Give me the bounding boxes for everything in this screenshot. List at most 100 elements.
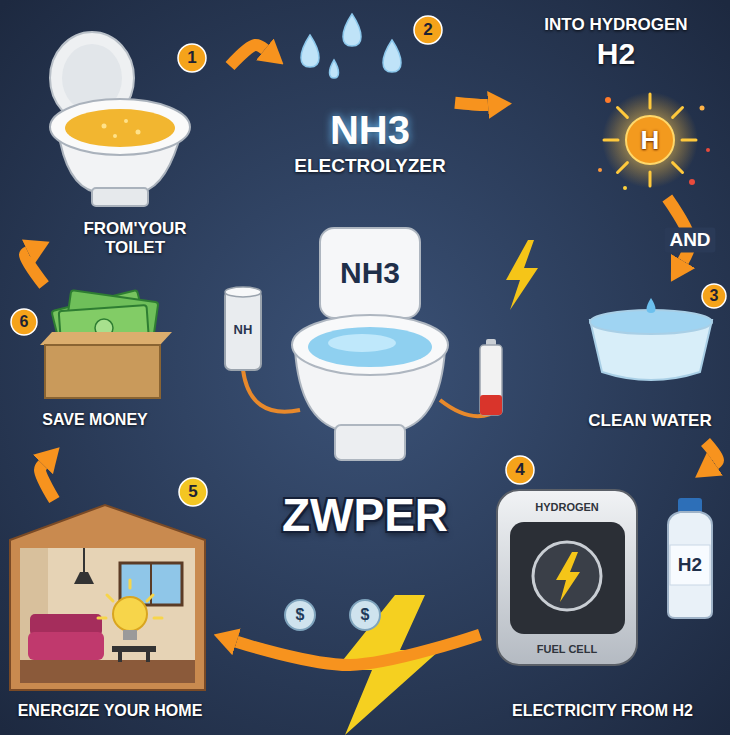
ammonia-cylinder (225, 287, 261, 297)
toilet-drawing (124, 119, 128, 123)
house-cutaway (154, 617, 162, 620)
water-bowl (590, 310, 712, 334)
toilet-drawing (113, 134, 117, 138)
toilet-drawing (65, 109, 175, 147)
water-bowl (647, 298, 656, 313)
hydrogen-sun (604, 139, 618, 142)
house-cutaway (20, 660, 195, 683)
callout-number: 3 (710, 287, 719, 305)
hydrogen-sun (649, 94, 652, 108)
fuel-cell-device (497, 490, 637, 665)
step-region: ELECTRICITY FROM H2 (480, 480, 725, 732)
cycle-arrow (455, 103, 488, 105)
callout-circles (11, 16, 726, 506)
callout-number: 5 (188, 483, 197, 502)
callout-number: 2 (423, 21, 432, 40)
cycle-arrow (230, 45, 265, 66)
house-cutaway (10, 505, 205, 690)
water-drops (301, 35, 319, 67)
hydrogen-sun (700, 106, 705, 111)
battery (480, 345, 502, 415)
device-label: FUEL CELL (537, 643, 597, 655)
center-toilet (335, 425, 405, 460)
house-cutaway (123, 630, 137, 640)
money-box (40, 332, 172, 345)
step-caption: ELECTRICITY FROM H2 (486, 702, 719, 720)
house-cutaway (20, 548, 195, 683)
hydrogen-sun (598, 92, 710, 190)
fuel-cell-device (533, 542, 601, 610)
cycle-arrow (706, 442, 718, 464)
coins (350, 600, 380, 630)
house-cutaway (10, 505, 205, 690)
cycle-arrows (25, 45, 718, 665)
water-bowl (590, 298, 712, 380)
hydrogen-sun (598, 168, 602, 172)
hydrogen-bottle (668, 498, 712, 618)
callout-circle (702, 284, 726, 308)
house-cutaway (98, 617, 106, 620)
step-caption: INTO HYDROGEN (516, 16, 716, 35)
cycle-arrow (667, 198, 690, 261)
water-drops (383, 40, 401, 72)
callout-circle (178, 44, 206, 72)
step-region: NH3ELECTROLYZER (285, 8, 455, 183)
house-cutaway (118, 652, 122, 662)
hydrogen-sun (689, 179, 695, 185)
hydrogen-sun (673, 163, 683, 173)
step-caption: FROM'YOUR TOILET (75, 220, 195, 257)
hydrogen-sun (618, 108, 628, 118)
lightning-bolt (506, 240, 538, 310)
step-caption: H2 (516, 37, 716, 70)
step-region: INTO HYDROGEN H2 (510, 8, 722, 198)
center-toilet (292, 315, 448, 375)
house-cutaway (83, 548, 85, 572)
water-drops (301, 14, 401, 78)
element-symbol: H (641, 126, 660, 155)
hydrogen-sun (649, 172, 652, 186)
ammonia-cylinder (225, 287, 261, 370)
pipes (243, 370, 300, 412)
hydrogen-sun (682, 139, 696, 142)
coin-symbol: $ (296, 606, 305, 624)
cycle-arrow (40, 464, 54, 500)
callout-circle (414, 16, 442, 44)
house-cutaway (112, 646, 156, 652)
center-toilet (320, 228, 420, 318)
house-cutaway (129, 580, 132, 588)
step-caption: ENERGIZE YOUR HOME (11, 702, 209, 720)
hydrogen-sun (602, 92, 698, 188)
center-toilet (328, 334, 396, 352)
house-cutaway (147, 595, 153, 601)
fuel-cell-device (497, 490, 637, 665)
cycle-arrow (25, 252, 44, 285)
coins (285, 600, 380, 630)
step-region: ENERGIZE YOUR HOME (5, 500, 215, 732)
house-cutaway (146, 652, 150, 662)
edge-label: AND (664, 228, 715, 253)
cylinder-label: NH (234, 323, 253, 337)
money-box (40, 290, 172, 398)
water-drops (330, 60, 339, 78)
callout-number: 6 (20, 313, 29, 331)
center-toilet (308, 327, 432, 367)
house-cutaway (28, 632, 104, 660)
house-cutaway (74, 572, 94, 584)
step-caption: SAVE MONEY (16, 411, 174, 429)
center-toilet (292, 228, 448, 460)
house-cutaway (107, 595, 113, 601)
hydrogen-sun (673, 108, 683, 118)
step-caption: CLEAN WATER (581, 412, 719, 431)
callout-circle (179, 478, 207, 506)
toilet-drawing (136, 130, 141, 135)
callout-number: 1 (187, 49, 196, 68)
step-region: SAVE MONEY (10, 285, 180, 445)
hydrogen-sun (706, 148, 710, 152)
battery (480, 395, 502, 415)
hydrogen-sun (626, 116, 674, 164)
